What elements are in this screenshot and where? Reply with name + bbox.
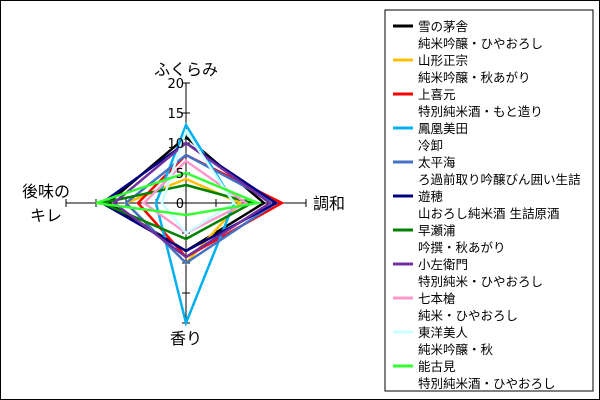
legend-name: 小左衛門	[418, 257, 468, 272]
series-line	[99, 141, 279, 253]
legend-name: 七本槍	[418, 291, 456, 306]
axis-label-bottom: 香り	[170, 329, 202, 348]
axis-label-left: キレ	[30, 206, 62, 225]
legend-sub: 純米吟醸・ひやおろし	[418, 36, 543, 51]
axis-label-left: 後味の	[22, 182, 70, 201]
legend-sub: 冷卸	[418, 138, 443, 153]
legend-sub: 特別純米酒・ひやおろし	[418, 376, 556, 391]
series-line	[95, 171, 263, 217]
tick-label: 10	[167, 137, 184, 152]
legend-name: 太平海	[418, 155, 456, 170]
legend-name: 鳳凰美田	[418, 121, 468, 136]
tick-label: 20	[167, 77, 184, 92]
legend-sub: 特別純米酒・もと造り	[418, 104, 543, 119]
legend-sub: 吟撰・秋あがり	[418, 240, 506, 255]
legend-name: 能古見	[418, 359, 456, 374]
tick-label: 5	[176, 167, 184, 182]
legend-name: 雪の茅舎	[418, 19, 469, 34]
legend-name: 遊穂	[418, 189, 444, 204]
legend-name: 早瀬浦	[418, 223, 456, 238]
legend: 雪の茅舎純米吟醸・ひやおろし山形正宗純米吟醸・秋あがり上喜元特別純米酒・もと造り…	[384, 9, 594, 392]
legend-sub: 特別純米・ひやおろし	[418, 274, 543, 289]
legend-sub: 純米・ひやおろし	[418, 308, 518, 323]
legend-box	[384, 9, 594, 392]
series-layer	[95, 122, 285, 328]
legend-name: 東洋美人	[418, 325, 469, 340]
axis-label-top: ふくらみ	[154, 60, 218, 79]
legend-sub: ろ過前取り吟醸びん囲い生詰	[418, 172, 581, 187]
legend-sub: 山おろし純米酒 生詰原酒	[418, 206, 559, 221]
tick-label: 0	[176, 197, 184, 212]
legend-sub: 純米吟醸・秋あがり	[418, 70, 531, 85]
legend-sub: 純米吟醸・秋	[418, 342, 494, 357]
legend-name: 上喜元	[418, 87, 456, 102]
legend-name: 山形正宗	[418, 53, 468, 68]
axis-label-right: 調和	[313, 194, 345, 213]
series-line	[111, 141, 273, 259]
tick-label: 15	[167, 107, 184, 122]
